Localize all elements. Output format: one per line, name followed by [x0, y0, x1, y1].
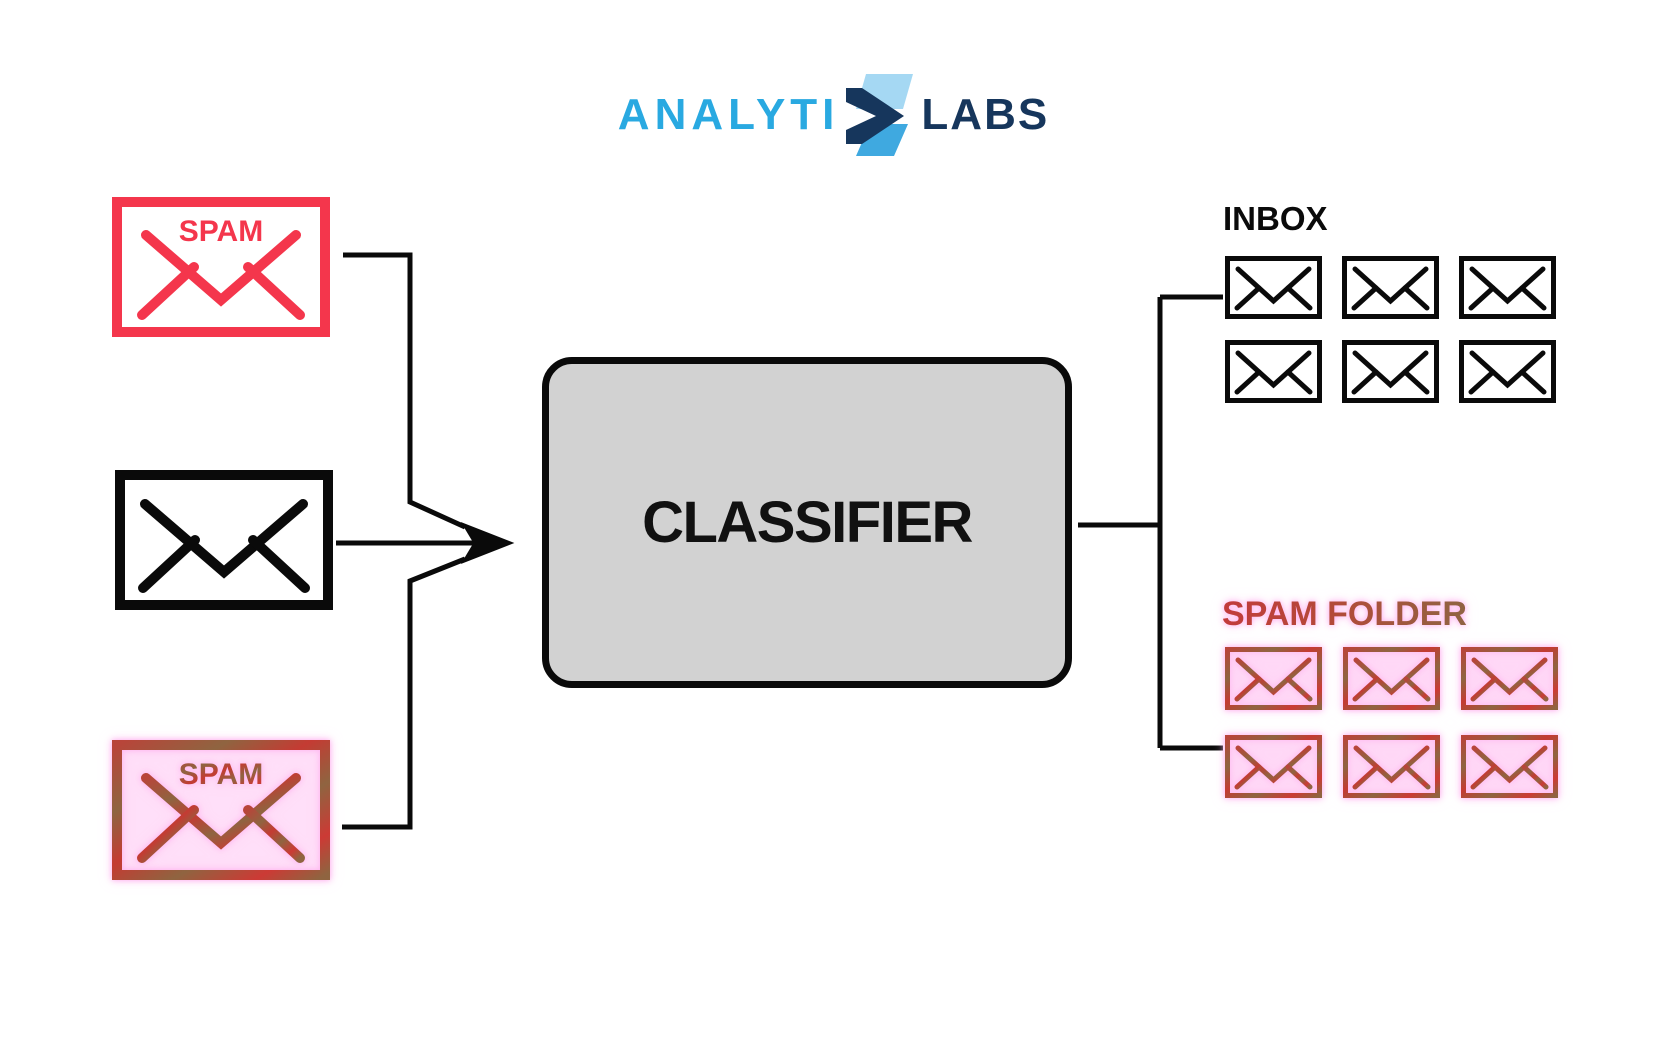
classifier-box: CLASSIFIER: [542, 357, 1072, 688]
envelope-border: [1225, 735, 1322, 798]
envelope-fold-right: [1403, 764, 1431, 790]
envelope-border: [1343, 735, 1440, 798]
analytix-x-icon: [846, 74, 914, 156]
envelope-fold-left: [1234, 285, 1262, 311]
envelope-fold-right: [248, 535, 310, 593]
envelope-fold-left: [137, 805, 199, 863]
spam-folder-email-icon: [1343, 647, 1440, 710]
envelope-flap: [1469, 266, 1546, 305]
envelope-flap: [1235, 266, 1312, 305]
envelope-fold-right: [1402, 369, 1430, 395]
envelope-fold-left: [1351, 285, 1379, 311]
envelope-flap: [1235, 657, 1312, 696]
inbox-email-icon: [1225, 340, 1322, 403]
envelope-border: [1343, 647, 1440, 710]
envelope-fold-left: [1351, 369, 1379, 395]
logo-text-labs: LABS: [921, 90, 1050, 139]
spam-label: SPAM: [179, 758, 263, 791]
envelope-fold-left: [1468, 369, 1496, 395]
normal-email-input-icon: [115, 470, 333, 610]
envelope-flap: [1469, 350, 1546, 389]
envelope-border: [1225, 647, 1322, 710]
envelope-flap: [141, 230, 301, 307]
inbox-label: INBOX: [1223, 200, 1328, 237]
envelope-flap: [1352, 350, 1429, 389]
spam-folder-email-icon: [1225, 735, 1322, 798]
envelope-flap: [1352, 266, 1429, 305]
envelope-border: [1342, 256, 1439, 319]
envelope-border: [1459, 340, 1556, 403]
envelope-fold-right: [243, 805, 305, 863]
wire-classifier-to-outputs: [1078, 294, 1223, 751]
envelope-fold-left: [137, 262, 199, 320]
envelope-flap: [1235, 745, 1312, 784]
envelope-fold-left: [1470, 764, 1498, 790]
envelope-fold-right: [1285, 369, 1313, 395]
envelope-fold-right: [1285, 285, 1313, 311]
envelope-border: [1461, 647, 1558, 710]
envelope-flap: [1471, 657, 1548, 696]
arrowhead-icon: [460, 521, 515, 565]
inbox-email-icon: [1459, 256, 1556, 319]
envelope-fold-right: [1519, 369, 1547, 395]
envelope-flap: [1235, 350, 1312, 389]
spam-folder-email-icon: [1343, 735, 1440, 798]
classifier-label: CLASSIFIER: [642, 490, 973, 555]
envelope-fold-left: [1234, 369, 1262, 395]
spam-folder-email-icon: [1461, 735, 1558, 798]
envelope-fold-left: [138, 535, 200, 593]
wire-spam-bottom-to-arrow: [342, 556, 466, 830]
envelope-fold-left: [1234, 764, 1262, 790]
envelope-fold-left: [1234, 676, 1262, 702]
envelope-fold-left: [1470, 676, 1498, 702]
x-chevron: [846, 88, 905, 144]
inbox-email-icon: [1225, 256, 1322, 319]
envelope-fold-left: [1352, 676, 1380, 702]
analytixlabs-logo: ANALYTI LABS: [0, 70, 1667, 160]
envelope-border: [1459, 256, 1556, 319]
inbox-email-grid: [1225, 256, 1556, 403]
spam-marked-email-input-icon: SPAM: [112, 740, 330, 880]
envelope-fold-right: [1285, 764, 1313, 790]
envelope-fold-right: [1519, 285, 1547, 311]
envelope-fold-right: [1402, 285, 1430, 311]
envelope-flap: [140, 499, 308, 579]
spam-folder-email-icon: [1461, 647, 1558, 710]
envelope-flap: [1471, 745, 1548, 784]
logo-text-analyti: ANALYTI: [617, 90, 840, 139]
envelope-fold-left: [1468, 285, 1496, 311]
envelope-fold-right: [1521, 764, 1549, 790]
envelope-fold-right: [1403, 676, 1431, 702]
spam-email-input-icon: SPAM: [112, 197, 330, 337]
wire-spam-top-to-arrow: [343, 252, 467, 530]
spam-folder-email-icon: [1225, 647, 1322, 710]
envelope-border: [1461, 735, 1558, 798]
envelope-fold-left: [1352, 764, 1380, 790]
envelope-fold-right: [1285, 676, 1313, 702]
inbox-email-icon: [1342, 340, 1439, 403]
envelope-border: [1225, 256, 1322, 319]
envelope-border: [1342, 340, 1439, 403]
envelope-fold-right: [1521, 676, 1549, 702]
spam-folder-email-grid: [1225, 647, 1558, 798]
spam-label: SPAM: [179, 215, 263, 248]
spam-folder-label: SPAM FOLDER: [1222, 595, 1467, 633]
inbox-email-icon: [1459, 340, 1556, 403]
inbox-email-icon: [1342, 256, 1439, 319]
envelope-flap: [1353, 745, 1430, 784]
envelope-flap: [141, 773, 301, 850]
envelope-border: [1225, 340, 1322, 403]
envelope-fold-right: [243, 262, 305, 320]
envelope-flap: [1353, 657, 1430, 696]
